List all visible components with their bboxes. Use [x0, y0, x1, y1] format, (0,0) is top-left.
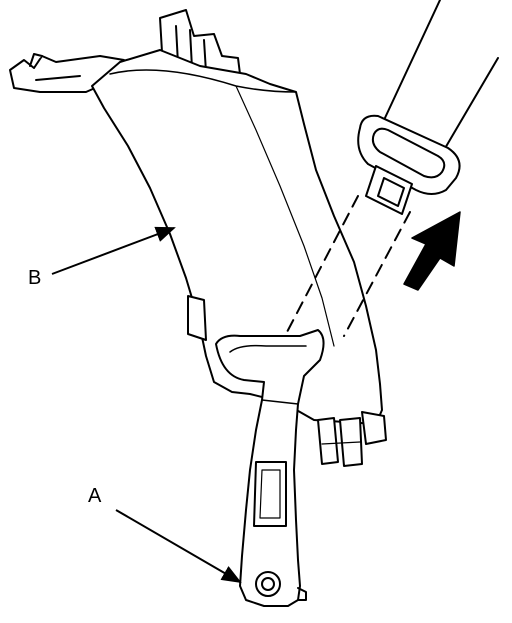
callout-label-a: A — [88, 485, 102, 507]
leader-line-a — [115, 509, 242, 584]
lower-anchor-a — [215, 329, 325, 607]
pillar-trim-b — [9, 9, 387, 467]
seat-belt-webbing-upper — [383, 0, 499, 151]
belt-guide-ring — [357, 114, 461, 215]
callout-label-b: B — [28, 267, 42, 289]
removal-direction-arrow — [403, 211, 461, 291]
leader-line-b — [51, 226, 176, 275]
